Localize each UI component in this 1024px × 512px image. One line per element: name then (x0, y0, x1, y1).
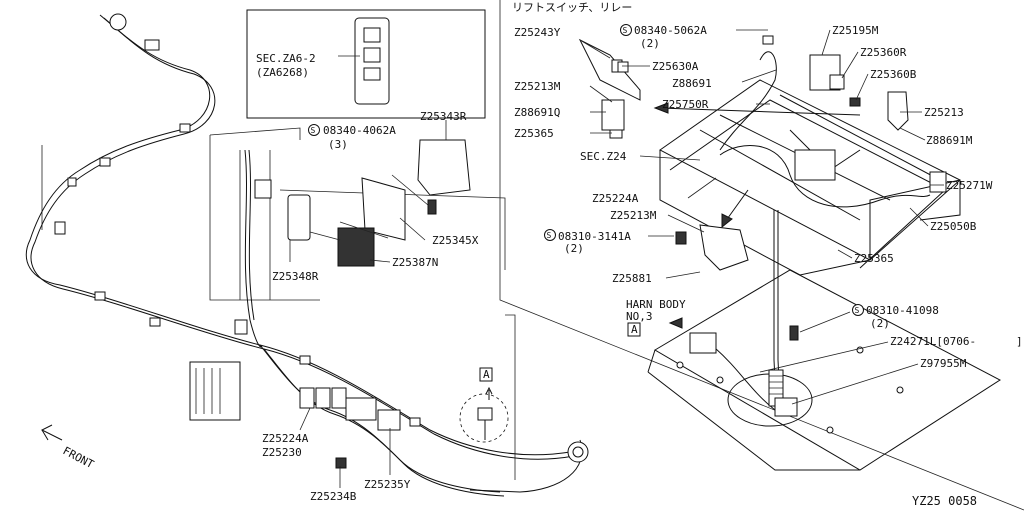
callout-z25360b: Z25360B (870, 68, 917, 81)
s-mark-label: S (855, 306, 860, 315)
harn-body-label: HARN BODY (626, 298, 686, 311)
callout-qty-3: (3) (328, 138, 348, 151)
s-mark-icon (852, 304, 864, 316)
callout-z25387n: Z25387N (392, 256, 438, 269)
ref-a-right-box (627, 322, 641, 337)
harness-left (25, 9, 589, 497)
callout-z25750r: Z25750R (662, 98, 709, 111)
callout-z97955m: Z97955M (920, 357, 967, 370)
s-mark-icon (620, 24, 632, 36)
callout-z25230: Z25230 (262, 446, 302, 459)
callout-z25630a: Z25630A (652, 60, 699, 73)
ref-a-left: A (483, 368, 490, 381)
callout-z25881: Z25881 (612, 272, 652, 285)
ref-a-left-box (479, 367, 493, 382)
harn-no3-label: NO,3 (626, 310, 653, 323)
callout-sec-z24: SEC.Z24 (580, 150, 627, 163)
callout-z25213m-mid: Z25213M (610, 209, 657, 222)
callout-08340-5062a: 08340-5062A (634, 24, 707, 37)
callout-z88691q: Z88691Q (514, 106, 560, 119)
callout-z24271l: Z24271L[0706- (890, 335, 976, 348)
s-mark-label: S (623, 26, 628, 35)
callout-z25345x: Z25345X (432, 234, 479, 247)
callout-qty-2b: (2) (564, 242, 584, 255)
s-mark-label: S (547, 231, 552, 240)
s-mark-label: S (311, 126, 316, 135)
callout-qty-2c: (2) (870, 317, 890, 330)
callout-z25365-top: Z25365 (514, 127, 554, 140)
ref-a-right: A (631, 323, 638, 336)
callout-z25213: Z25213 (924, 106, 964, 119)
s-mark-icon (544, 229, 556, 241)
front-label: FRONT (61, 444, 97, 471)
callout-08310-3141a: 08310-3141A (558, 230, 631, 243)
callout-z25365-mid: Z25365 (854, 252, 894, 265)
callout-z25224a-right: Z25224A (592, 192, 639, 205)
lift-mechanism-right (499, 0, 1024, 511)
s-mark-icon (308, 124, 320, 136)
callout-z25234b: Z25234B (310, 490, 357, 503)
callout-z25271w: Z25271W (946, 179, 993, 192)
callout-z25343r: Z25343R (420, 110, 467, 123)
callout-z25360r: Z25360R (860, 46, 907, 59)
callout-qty-2a: (2) (640, 37, 660, 50)
callout-sec-za6-2: SEC.ZA6-2 (256, 52, 316, 65)
callout-z88691: Z88691 (672, 77, 712, 90)
callout-z25213m-top: Z25213M (514, 80, 561, 93)
callout-z25050b: Z25050B (930, 220, 977, 233)
callout-z25195m: Z25195M (832, 24, 879, 37)
callout-z25243y: Z25243Y (514, 26, 561, 39)
title-jp: リフトスイッチ、リレー (512, 1, 632, 14)
callout-08340-4062a: 08340-4062A (323, 124, 396, 137)
callout-08310-41098: 08310-41098 (866, 304, 939, 317)
callout-z25235y: Z25235Y (364, 478, 411, 491)
diagram-code: YZ25 0058 (912, 494, 977, 508)
callout-z88691m: Z88691M (926, 134, 973, 147)
callout-z25224a-left: Z25224A (262, 432, 309, 445)
callout-za6268: (ZA6268) (256, 66, 309, 79)
callout-close-bracket: ] (1016, 335, 1023, 348)
callout-z25348r: Z25348R (272, 270, 319, 283)
